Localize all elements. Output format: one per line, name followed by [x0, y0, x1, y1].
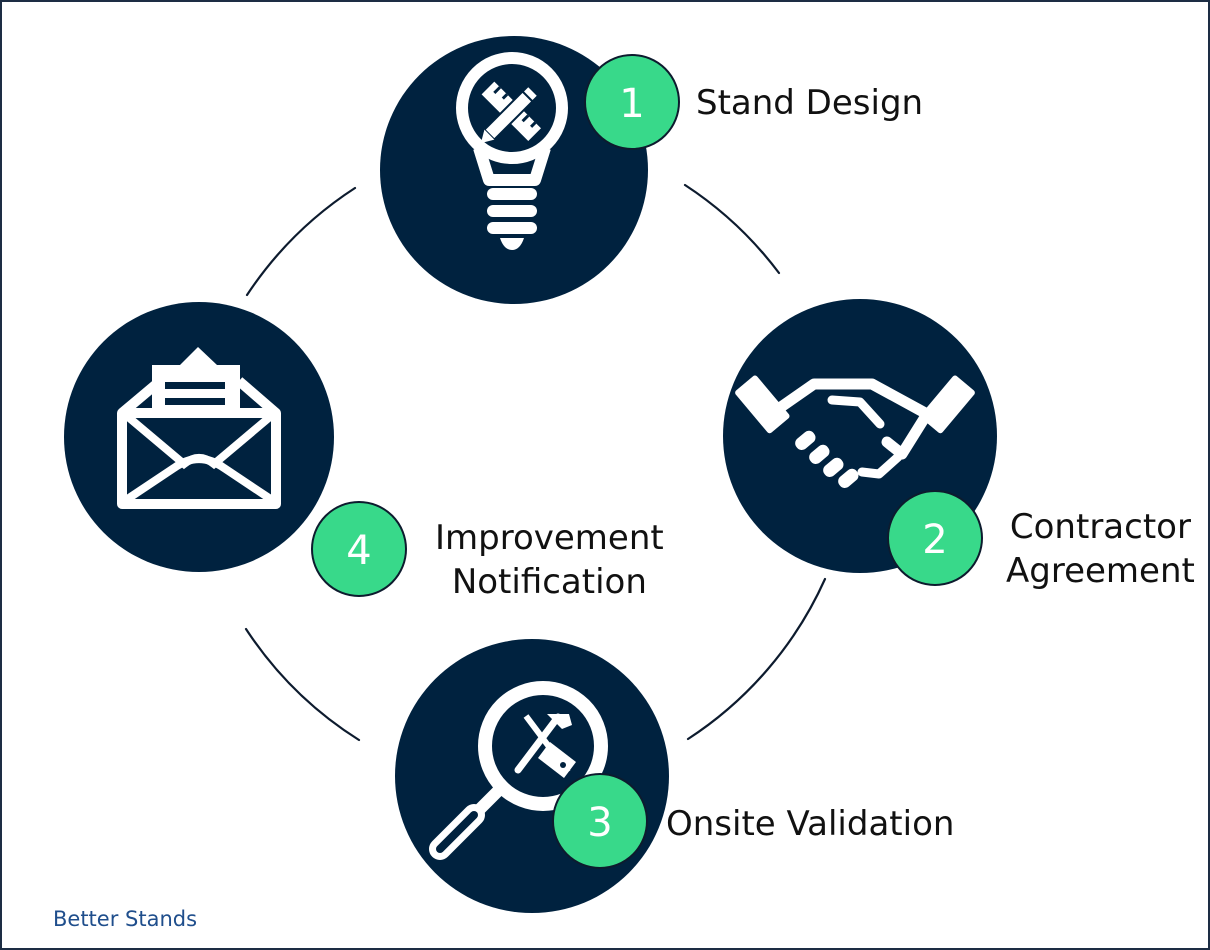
step-2-label-line-1: Contractor	[1009, 507, 1191, 547]
step-4-badge	[311, 501, 407, 597]
step-3-label: Onsite Validation	[666, 802, 954, 846]
step-3-label-line: Onsite Validation	[666, 804, 955, 844]
step-2-number: 2	[922, 517, 947, 563]
step-2-label: Contractor Agreement	[1006, 505, 1195, 593]
step-4-label-line-2: Notification	[451, 562, 647, 602]
connector-arc-3-4	[244, 627, 361, 742]
magnifier-tools-icon	[429, 681, 608, 860]
step-3-number: 3	[587, 800, 612, 846]
connector-arc-4-1	[245, 186, 357, 297]
step-3-circle	[395, 639, 669, 913]
connector-arc-1-2	[683, 183, 781, 275]
step-1-badge	[584, 54, 680, 150]
step-1-label-line: Stand Design	[696, 83, 924, 123]
step-1-node: 1	[380, 36, 680, 304]
step-3-node: 3	[395, 639, 669, 913]
step-4-label: Improvement Notification	[435, 516, 664, 604]
connector-arcs	[244, 183, 827, 742]
step-1-label: Stand Design	[696, 81, 923, 125]
open-envelope-letter-icon	[117, 347, 281, 509]
step-4-number: 4	[346, 528, 371, 574]
footer-text: Better Stands	[53, 907, 198, 931]
step-2-badge	[887, 490, 983, 586]
step-3-badge	[552, 773, 648, 869]
step-2-label-line-2: Agreement	[1006, 551, 1195, 591]
step-1-circle	[380, 36, 648, 304]
connector-arc-2-3	[686, 577, 827, 741]
lightbulb-design-tools-icon	[456, 52, 568, 250]
step-4-label-line-1: Improvement	[435, 518, 664, 558]
step-1-number: 1	[619, 81, 644, 127]
step-4-node: 4	[64, 302, 407, 597]
step-2-node: 2	[723, 299, 997, 586]
handshake-icon	[735, 375, 975, 488]
